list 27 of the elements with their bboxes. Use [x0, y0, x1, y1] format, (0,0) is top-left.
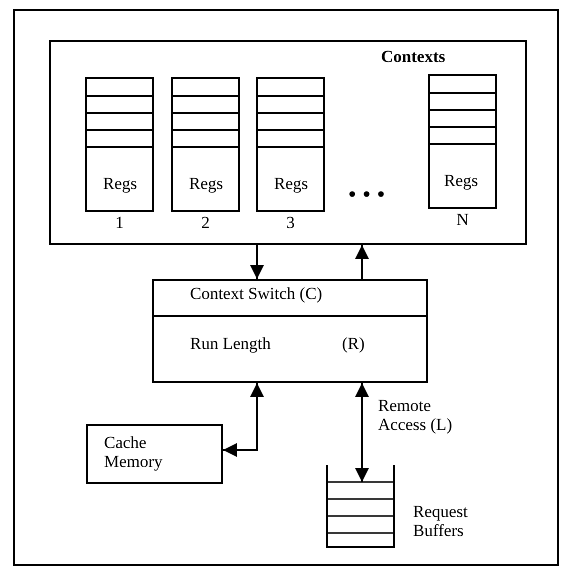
arrow	[250, 245, 264, 279]
arrow	[355, 245, 369, 279]
arrow	[355, 383, 369, 482]
contexts-panel	[49, 40, 527, 245]
box-label: Context Switch (C)	[190, 285, 322, 304]
context-number: 3	[285, 214, 296, 233]
ellipsis-label: • • •	[348, 182, 386, 208]
register-file-box	[256, 77, 325, 212]
register-label: Regs	[274, 175, 308, 194]
register-label: Regs	[189, 175, 223, 194]
register-file-box	[85, 77, 154, 212]
context-number: 1	[114, 214, 125, 233]
processor-box	[152, 279, 428, 383]
register-label: Regs	[444, 172, 478, 191]
group-title: Contexts	[381, 48, 446, 67]
box-label: Run Length	[190, 335, 271, 354]
buffer-stack	[326, 465, 395, 548]
context-number: N	[455, 211, 470, 230]
register-file-box	[171, 77, 240, 212]
register-label: Regs	[103, 175, 137, 194]
register-file-box	[428, 74, 497, 209]
arrow	[223, 383, 264, 457]
memory-box	[86, 424, 223, 484]
box-label: Cache Memory	[104, 434, 164, 472]
context-number: 2	[200, 214, 211, 233]
box-label: (R)	[342, 335, 365, 354]
node-caption: Request Buffers	[413, 503, 469, 540]
